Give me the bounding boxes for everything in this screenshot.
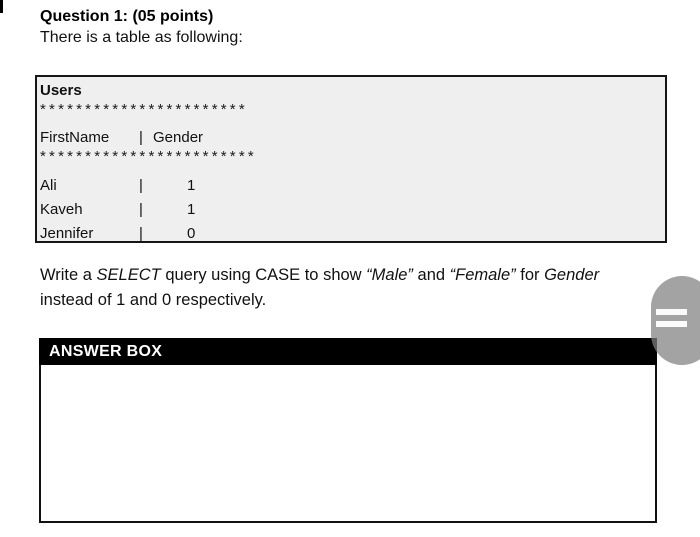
prompt-text: query using CASE to show [160,266,367,284]
answer-box-input-area[interactable] [39,365,657,523]
table-row: Kaveh | 1 [40,198,665,222]
page-edge-artifact [0,0,3,13]
column-divider-pipe: | [139,129,143,146]
column-header-firstname: FirstName [40,129,110,146]
table-header-row: FirstName | Gender [40,127,665,148]
answer-box-label: ANSWER BOX [49,343,163,360]
cell-firstname: Jennifer [40,225,94,242]
cell-firstname: Kaveh [40,201,83,218]
answer-section: ANSWER BOX [39,338,657,523]
column-divider-pipe: | [139,201,143,218]
cell-gender: 0 [187,225,196,242]
floating-drag-handle[interactable] [651,276,700,365]
prompt-text: for [515,266,545,284]
table-separator-top: *********************** [40,101,248,118]
question-intro: There is a table as following: [40,29,243,46]
question-prompt: Write a SELECT query using CASE to show … [40,263,688,313]
column-header-gender: Gender [153,129,204,146]
drag-handle-bar-icon [656,321,687,327]
prompt-keyword-select: SELECT [96,266,161,284]
prompt-text: and [412,266,450,284]
cell-gender: 1 [187,201,196,218]
cell-firstname: Ali [40,177,57,194]
table-separator-mid: ************************ [40,148,257,165]
column-divider-pipe: | [139,177,143,194]
question-title: Question 1: (05 points) [40,8,214,25]
table-row: Jennifer | 0 [40,222,665,246]
users-table: Users *********************** FirstName … [35,75,667,243]
prompt-term-gender: Gender [544,266,600,284]
prompt-line-2: instead of 1 and 0 respectively. [40,291,267,309]
table-body: Ali | 1 Kaveh | 1 Jennifer | 0 [40,174,665,246]
cell-gender: 1 [187,177,196,194]
prompt-term-female: “Female” [449,266,516,284]
table-row: Ali | 1 [40,174,665,198]
prompt-term-male: “Male” [366,266,413,284]
table-title: Users [40,82,82,99]
column-divider-pipe: | [139,225,143,242]
prompt-line-1: Write a SELECT query using CASE to show … [40,263,688,288]
answer-box-header: ANSWER BOX [39,338,657,365]
prompt-text: Write a [40,266,97,284]
drag-handle-bar-icon [656,309,687,315]
